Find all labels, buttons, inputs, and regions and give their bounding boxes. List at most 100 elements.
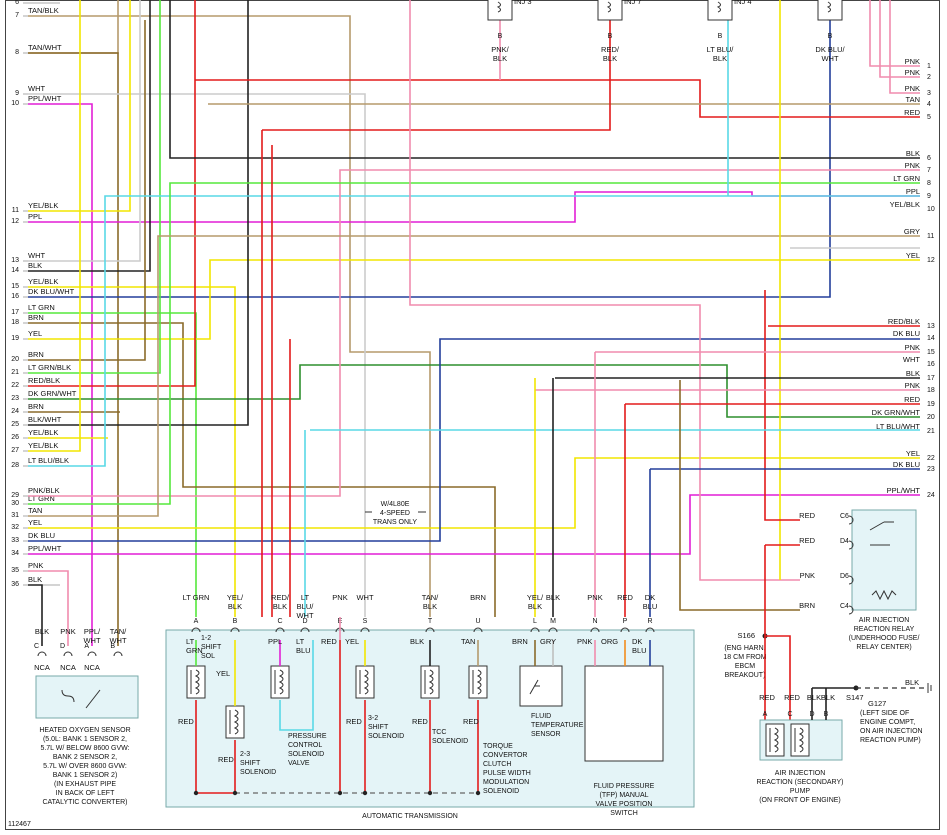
injector-pin: B: [718, 33, 723, 40]
left-pin-label: DK BLU/WHT: [28, 287, 75, 296]
injector-name: INJ 4: [734, 0, 752, 6]
trans-pin-wire: BLK: [546, 593, 560, 602]
pump-title: REACTION (SECONDARY): [757, 779, 844, 786]
internal-wire-label: RED: [346, 717, 362, 726]
o2-sensor-desc: CATALYTIC CONVERTER): [42, 799, 127, 806]
left-pin-label: PPL: [28, 212, 42, 221]
o2-pin-wire: BLK: [35, 627, 49, 636]
right-pin-label: LT BLU/WHT: [876, 422, 920, 431]
trans-component-name-line: TCC: [432, 729, 446, 736]
right-pin-label: PNK: [905, 161, 920, 170]
left-pin-number: 8: [15, 49, 19, 56]
trans-pin-connector: [425, 627, 435, 633]
right-pin-number: 12: [927, 257, 935, 264]
internal-wire-label: RED: [178, 717, 194, 726]
wire-yel-blk-15: [28, 286, 236, 617]
splice-note: 18 CM FROM: [723, 654, 766, 661]
right-pin-label: DK GRN/WHT: [872, 408, 921, 417]
injector-coil-icon: [716, 1, 721, 13]
right-pin-number: 6: [927, 155, 931, 162]
o2-pin-nca: NCA: [84, 663, 100, 672]
trans-component-name-line: SWITCH: [610, 810, 638, 817]
trans-pin-letter: U: [475, 618, 480, 625]
splice-note: (ENG HARN,: [724, 645, 765, 652]
trans-pin-wire-line: BLK: [528, 602, 542, 611]
left-pin-label: YEL/BLK: [28, 201, 58, 210]
left-pin-number: 23: [11, 395, 19, 402]
left-pin-number: 25: [11, 421, 19, 428]
right-pin-number: 8: [927, 180, 931, 187]
figure-id: 112467: [8, 821, 31, 828]
right-pin-label: RED: [904, 108, 920, 117]
left-pin-label: BRN: [28, 350, 44, 359]
right-pin-label: RED: [904, 395, 920, 404]
o2-pin-wire: TAN/WHT: [109, 627, 127, 645]
right-pin-label: YEL/BLK: [890, 200, 920, 209]
left-pin-label: YEL: [28, 329, 42, 338]
trans-component-name-line: VALVE POSITION: [596, 801, 653, 808]
trans-pin-wire: YEL/BLK: [527, 593, 544, 611]
trans-pin-connector: [300, 627, 310, 633]
right-pin-label: BLK: [906, 149, 920, 158]
trans-component-name-line: TORQUE: [483, 743, 513, 750]
right-pin-number: 14: [927, 335, 935, 342]
internal-wire-label: BRN: [512, 637, 528, 646]
trans-pin-wire-line: BLK: [273, 602, 287, 611]
o2-pin-wire-line: WHT: [109, 636, 126, 645]
wire-blk-o2: [28, 584, 43, 646]
left-pin-number: 35: [11, 567, 19, 574]
splice-dot: [337, 790, 343, 796]
wire-lt-grn-blk: [28, 0, 161, 374]
left-pin-label: BRN: [28, 313, 44, 322]
wire-tan-blk-t: [28, 15, 431, 617]
trans-component-name-line: SOLENOID: [368, 733, 404, 740]
trans-component-name-line: CONTROL: [288, 742, 322, 749]
right-pin-label: PNK: [905, 57, 920, 66]
o2-sensor-box: [35, 675, 139, 719]
wire-lt-grn-17: [28, 312, 197, 617]
relay-title: AIR INJECTION: [859, 617, 910, 624]
o2-sensor-desc: BANK 1 SENSOR 2): [53, 772, 118, 779]
wire-ppl-wht-34: [28, 494, 920, 555]
injector-wire-label-line: BLK: [713, 54, 727, 63]
relay-pin-wire: RED: [799, 511, 815, 520]
wire-tan-wht-o2: [28, 52, 119, 646]
left-pin-label: TAN: [28, 506, 42, 515]
pump-wire-label: BLK: [821, 693, 835, 702]
wire-blk-14: [28, 0, 151, 272]
right-pin-label: PNK: [905, 381, 920, 390]
pump-wire-label: RED: [759, 693, 775, 702]
trans-pin-wire: RED: [617, 593, 633, 602]
wire-red-pump-c: [765, 635, 791, 720]
trans-note: TRANS ONLY: [373, 519, 418, 526]
injector-wire-label-line: DK BLU/: [815, 45, 845, 54]
wire-red-r5: [195, 79, 920, 118]
relay-pin-connector: [848, 575, 854, 585]
trans-component-name-line: SHIFT: [201, 644, 222, 651]
left-pin-number: 32: [11, 524, 19, 531]
internal-wire-label-line: LT: [186, 637, 195, 646]
coil-winding: [428, 669, 434, 695]
wire-yel-blk-11: [28, 0, 131, 212]
fluid-temp-sensor-box: [519, 665, 563, 707]
trans-pin-letter: N: [592, 618, 597, 625]
internal-wire-label: ORG: [601, 637, 618, 646]
left-pin-number: 21: [11, 369, 19, 376]
trans-pin-wire-line: WHT: [296, 611, 313, 620]
trans-pin-letter: P: [623, 618, 628, 625]
wire-red-relay-c6: [764, 290, 800, 521]
relay-pin-letter: C6: [840, 513, 849, 520]
trans-pin-wire: BRN: [470, 593, 486, 602]
right-pin-number: 17: [927, 375, 935, 382]
solenoid-coil: [186, 665, 206, 699]
injector-wire-label: RED/BLK: [601, 45, 620, 63]
coil-winding: [363, 669, 369, 695]
trans-pin-wire-line: BLU: [643, 602, 658, 611]
trans-component-name-line: 3-2: [368, 715, 378, 722]
